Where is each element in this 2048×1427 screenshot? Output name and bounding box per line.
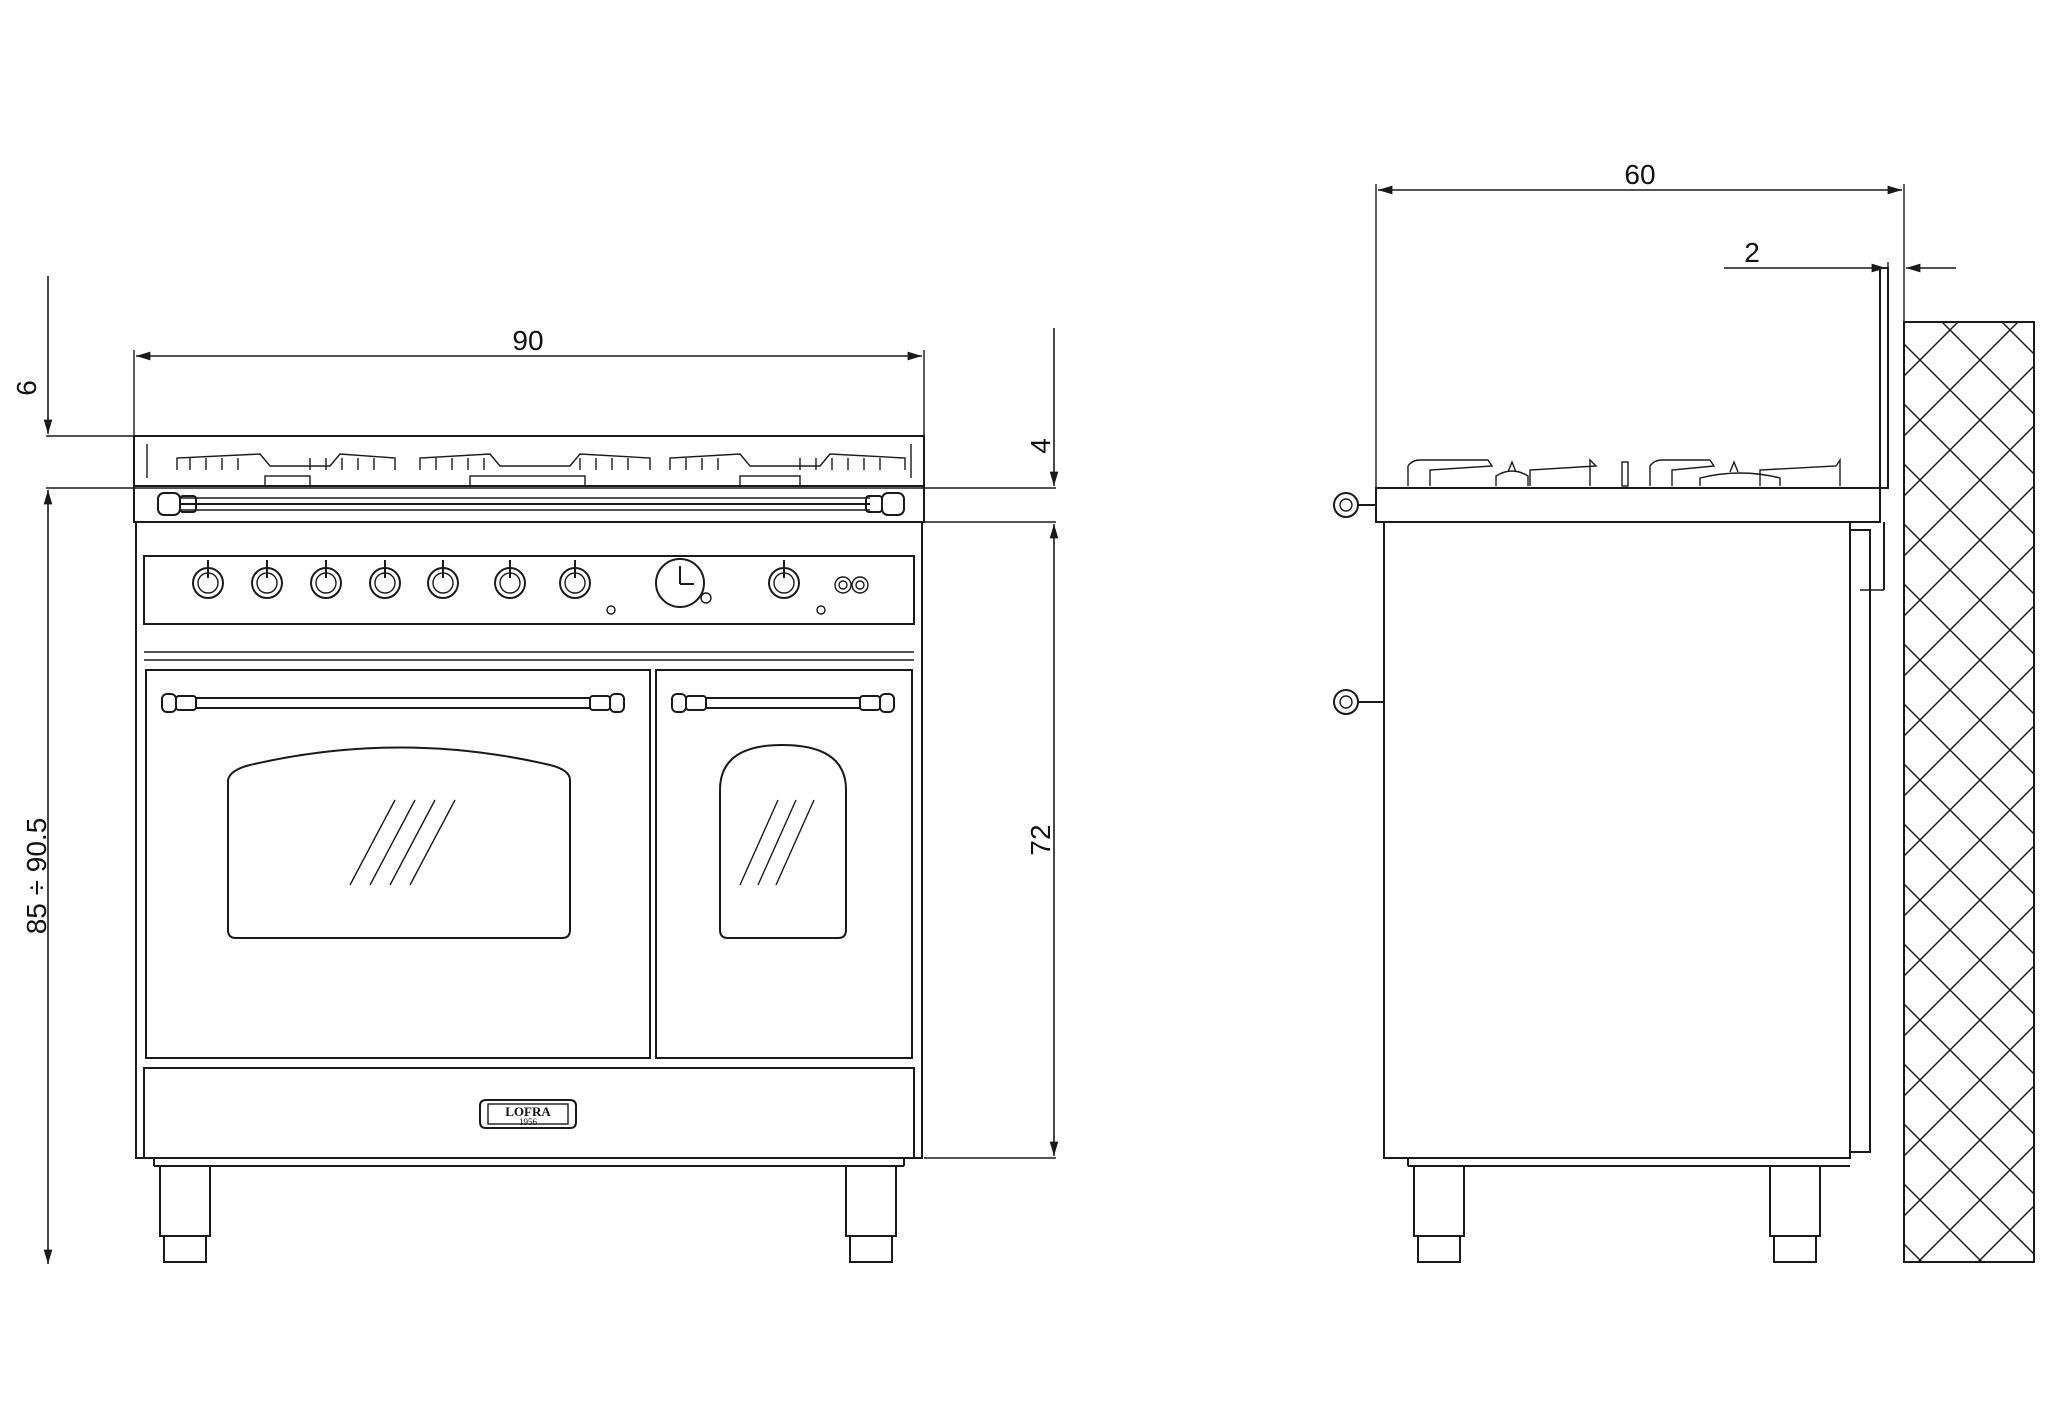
front-feet (153, 1157, 905, 1263)
control-knob[interactable] (494, 560, 526, 599)
front-control-panel (143, 555, 915, 661)
dimension-wall-gap: 2 (1744, 237, 1760, 268)
side-door-handle[interactable] (1333, 689, 1384, 715)
front-top-rail (133, 485, 925, 523)
control-knob[interactable] (559, 560, 591, 599)
main-oven-door[interactable] (145, 669, 651, 1059)
dimension-top-upstand: 6 (11, 380, 42, 396)
front-view: LOFRA 1956 (133, 435, 925, 1263)
brand-name: LOFRA (505, 1104, 551, 1119)
indicator-lights-icon (834, 576, 869, 594)
control-knob[interactable] (369, 560, 401, 599)
control-knob[interactable] (192, 560, 224, 599)
side-body (1383, 521, 1851, 1159)
dimension-depth: 60 (1624, 159, 1655, 190)
front-backguard (133, 435, 925, 487)
brand-logo-plate: LOFRA 1956 (479, 1099, 577, 1129)
control-knob[interactable] (768, 560, 800, 599)
side-dimensions: 60 2 (1375, 159, 1956, 488)
side-view (1333, 267, 2035, 1263)
wall-hatch (1903, 321, 2035, 1263)
timer-clock-icon[interactable] (655, 558, 712, 608)
dimension-body-height: 72 (1025, 824, 1056, 855)
dimension-total-height: 85 ÷ 90.5 (21, 818, 52, 935)
control-knob[interactable] (310, 560, 342, 599)
second-oven-door[interactable] (655, 669, 913, 1059)
control-knob[interactable] (427, 560, 459, 599)
front-body (135, 521, 923, 1159)
front-burner-grates (134, 453, 924, 487)
control-knob[interactable] (251, 560, 283, 599)
dimension-top-thickness: 4 (1025, 438, 1056, 454)
side-knob[interactable] (1333, 492, 1376, 518)
side-feet (1407, 1157, 1850, 1263)
front-dimensions: 90 6 85 ÷ 90.5 4 72 (11, 276, 1059, 1264)
side-backguard (1879, 267, 1889, 489)
storage-drawer[interactable]: LOFRA 1956 (143, 1067, 915, 1159)
brand-year: 1956 (519, 1117, 538, 1127)
side-hob-top (1375, 457, 1881, 523)
dimension-width: 90 (512, 325, 543, 356)
